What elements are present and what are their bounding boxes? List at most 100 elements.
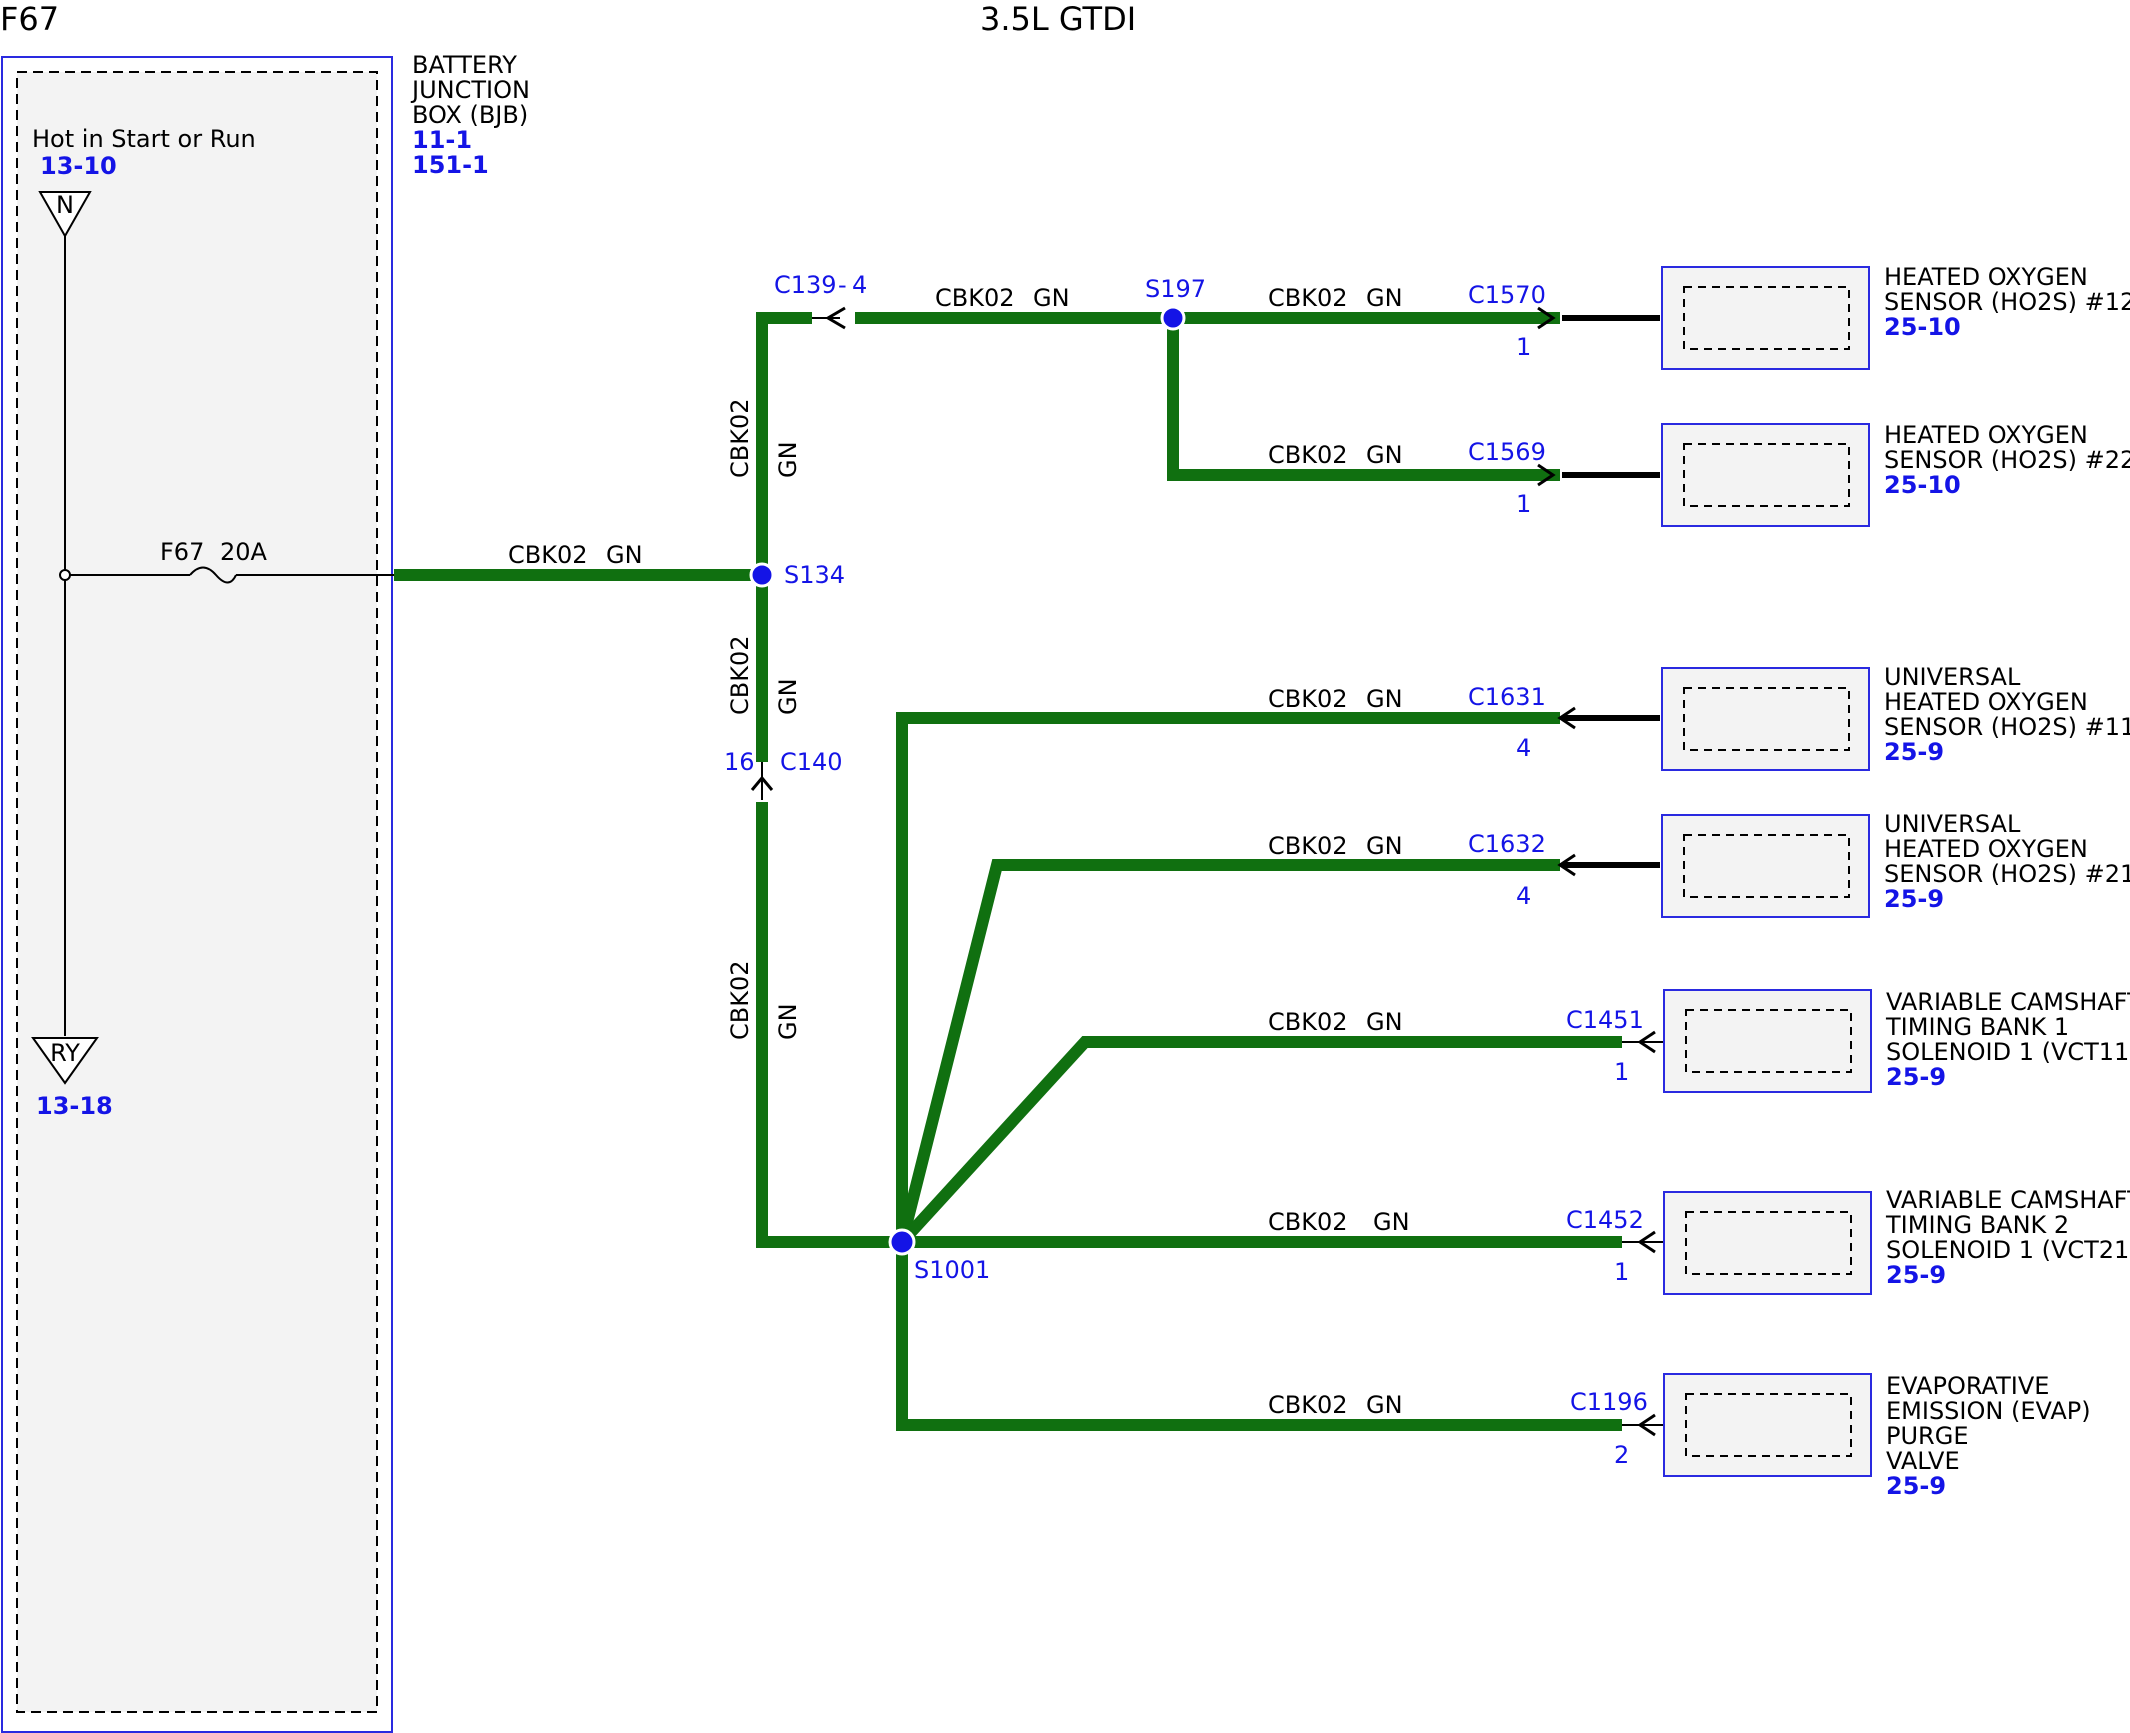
uho2s-21-name-2: HEATED OXYGEN [1884, 835, 2088, 863]
wire-color-label: GN [1366, 685, 1403, 713]
component-vct21[interactable]: C1452 1 VARIABLE CAMSHAFT TIMING BANK 2 … [1566, 1186, 2130, 1295]
wire-color-label: GN [774, 441, 802, 478]
c1452-name[interactable]: C1452 [1566, 1206, 1644, 1234]
wire-s197-to-c1569[interactable] [1167, 318, 1560, 481]
component-evap-purge[interactable]: C1196 2 EVAPORATIVE EMISSION (EVAP) PURG… [1570, 1372, 2091, 1500]
bjb-name-line-2: JUNCTION [410, 76, 530, 104]
wire-circuit-label: CBK02 [508, 541, 588, 569]
wire-s1001-to-c1632[interactable] [896, 859, 1560, 1244]
component-uho2s-21[interactable]: C1632 4 UNIVERSAL HEATED OXYGEN SENSOR (… [1468, 810, 2130, 918]
component-ho2s-12[interactable]: C1570 1 HEATED OXYGEN SENSOR (HO2S) #12 … [1468, 263, 2130, 370]
evap-name-1: EVAPORATIVE [1886, 1372, 2049, 1400]
bus-top-triangle-icon [38, 191, 92, 239]
ho2s-12-name-1: HEATED OXYGEN [1884, 263, 2088, 291]
ho2s-22-ref[interactable]: 25-10 [1884, 471, 1961, 499]
evap-ref[interactable]: 25-9 [1886, 1472, 1946, 1500]
bus-bottom-ref[interactable]: 13-18 [36, 1092, 113, 1120]
bjb-ref-1[interactable]: 11-1 [412, 126, 472, 154]
bjb-name-line-1: BATTERY [412, 51, 517, 79]
wire-circuit-label: CBK02 [1268, 1391, 1348, 1419]
evap-inner [1685, 1393, 1852, 1457]
wire-color-label: GN [1366, 1008, 1403, 1036]
c139-dash: - [838, 271, 847, 299]
c1570-connector-icon[interactable] [1537, 306, 1556, 330]
wire-c140-to-s1001[interactable] [756, 802, 902, 1248]
ho2s-12-ref[interactable]: 25-10 [1884, 313, 1961, 341]
splice-s134-label[interactable]: S134 [784, 561, 845, 589]
c1631-name[interactable]: C1631 [1468, 683, 1546, 711]
c1569-name[interactable]: C1569 [1468, 438, 1546, 466]
uho2s-11-name-1: UNIVERSAL [1884, 663, 2021, 691]
ho2s-22-inner [1683, 443, 1850, 507]
evap-name-2: EMISSION (EVAP) [1886, 1397, 2091, 1425]
c1569-connector-icon[interactable] [1537, 463, 1556, 487]
ho2s-12-box[interactable] [1661, 266, 1870, 370]
uho2s-21-box[interactable] [1661, 814, 1870, 918]
wire-circuit-label: CBK02 [1268, 1208, 1348, 1236]
c1196-name[interactable]: C1196 [1570, 1388, 1648, 1416]
uho2s-21-name-1: UNIVERSAL [1884, 810, 2021, 838]
bus-top-symbol: N [56, 191, 74, 219]
splice-s197[interactable] [1160, 305, 1186, 331]
splice-s1001-label[interactable]: S1001 [914, 1256, 990, 1284]
vct21-box[interactable] [1663, 1191, 1872, 1295]
c1569-pin: 1 [1516, 490, 1531, 518]
c140-name[interactable]: C140 [780, 748, 843, 776]
component-vct11[interactable]: C1451 1 VARIABLE CAMSHAFT TIMING BANK 1 … [1566, 988, 2130, 1093]
evap-name-4: VALVE [1886, 1447, 1960, 1475]
fuse-rating: 20A [220, 538, 268, 566]
bjb-name-line-3: BOX (BJB) [412, 101, 528, 129]
uho2s-11-ref[interactable]: 25-9 [1884, 738, 1944, 766]
vct21-name-3: SOLENOID 1 (VCT21) [1886, 1236, 2130, 1264]
splice-s1001[interactable] [888, 1228, 916, 1256]
ho2s-22-box[interactable] [1661, 423, 1870, 527]
vct21-ref[interactable]: 25-9 [1886, 1261, 1946, 1289]
evap-box[interactable] [1663, 1373, 1872, 1477]
uho2s-11-name-3: SENSOR (HO2S) #11 [1884, 713, 2130, 741]
c1631-pin: 4 [1516, 734, 1531, 762]
vct11-box[interactable] [1663, 989, 1872, 1093]
c1451-pin: 1 [1614, 1058, 1629, 1086]
bjb-inner-box [16, 71, 378, 1713]
c1451-name[interactable]: C1451 [1566, 1006, 1644, 1034]
c1196-pin: 2 [1614, 1441, 1629, 1469]
wire-s134-to-c139[interactable] [756, 312, 812, 575]
c1632-connector-icon[interactable] [1557, 853, 1576, 877]
vct11-ref[interactable]: 25-9 [1886, 1063, 1946, 1091]
wire-color-label: GN [606, 541, 643, 569]
hot-label: Hot in Start or Run [32, 125, 256, 153]
wire-color-label: GN [774, 678, 802, 715]
fuse-icon[interactable] [189, 566, 237, 584]
vct21-inner [1685, 1211, 1852, 1275]
c1631-connector-icon[interactable] [1557, 706, 1576, 730]
wire-circuit-label: CBK02 [726, 961, 754, 1041]
ho2s-12-inner [1683, 286, 1850, 350]
ho2s-12-name-2: SENSOR (HO2S) #12 [1884, 288, 2130, 316]
c1452-pin: 1 [1614, 1258, 1629, 1286]
wire-color-label: GN [1373, 1208, 1410, 1236]
wire-circuit-label: CBK02 [1268, 284, 1348, 312]
component-uho2s-11[interactable]: C1631 4 UNIVERSAL HEATED OXYGEN SENSOR (… [1468, 663, 2130, 771]
uho2s-11-box[interactable] [1661, 667, 1870, 771]
c1632-name[interactable]: C1632 [1468, 830, 1546, 858]
c139-name[interactable]: C139 [774, 271, 837, 299]
wire-s1001-to-c1631[interactable] [896, 712, 1560, 1242]
component-ho2s-22[interactable]: C1569 1 HEATED OXYGEN SENSOR (HO2S) #22 … [1468, 421, 2130, 527]
wire-circuit-label: CBK02 [726, 399, 754, 479]
engine-title: 3.5L GTDI [980, 0, 1136, 38]
wire-s1001-to-c1196[interactable] [896, 1242, 1622, 1431]
fuse-name: F67 [160, 538, 204, 566]
uho2s-11-inner [1683, 687, 1850, 751]
wire-circuit-label: CBK02 [726, 636, 754, 716]
vct11-name-1: VARIABLE CAMSHAFT [1886, 988, 2130, 1016]
hot-ref[interactable]: 13-10 [40, 152, 117, 180]
c1570-name[interactable]: C1570 [1468, 281, 1546, 309]
c140-pin: 16 [724, 748, 755, 776]
bjb-ref-2[interactable]: 151-1 [412, 151, 489, 179]
wire-s1001-to-c1451[interactable] [897, 1036, 1622, 1247]
splice-s197-label[interactable]: S197 [1145, 275, 1206, 303]
uho2s-21-ref[interactable]: 25-9 [1884, 885, 1944, 913]
splice-s134[interactable] [749, 562, 775, 588]
vct21-name-1: VARIABLE CAMSHAFT [1886, 1186, 2130, 1214]
evap-name-3: PURGE [1886, 1422, 1968, 1450]
